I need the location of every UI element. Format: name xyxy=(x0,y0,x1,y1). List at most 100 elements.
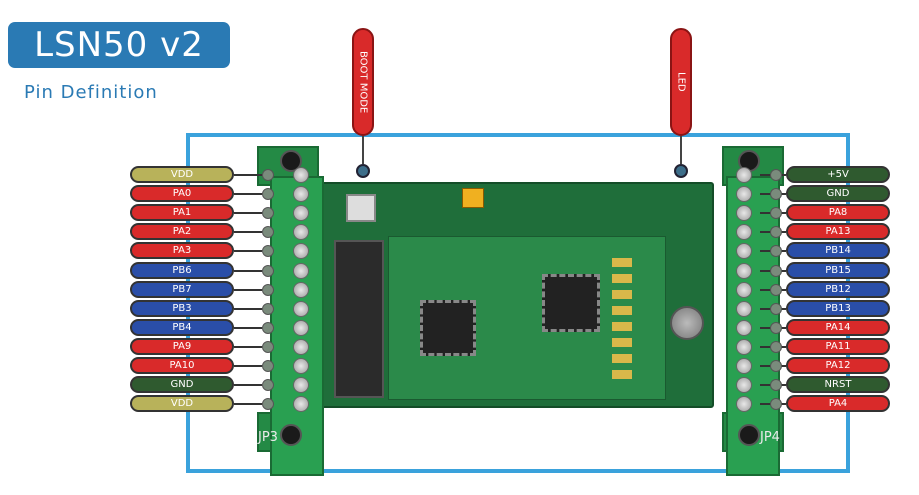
pin-leader-line xyxy=(234,231,262,233)
boot-switch xyxy=(346,194,376,222)
terminal-screw-icon xyxy=(293,243,309,259)
mcu-chip xyxy=(420,300,476,356)
pin-leader-line xyxy=(234,365,262,367)
terminal-screw-icon xyxy=(293,167,309,183)
pin-hole xyxy=(770,379,782,391)
led-callout: LED xyxy=(670,28,692,136)
jp3-label: JP3 xyxy=(258,430,278,445)
terminal-screw-icon xyxy=(293,320,309,336)
pin-leader-line xyxy=(234,212,262,214)
pin-label: VDD xyxy=(130,395,234,412)
pin-hole xyxy=(262,303,274,315)
pin-label: PA13 xyxy=(786,223,890,240)
pin-hole xyxy=(262,284,274,296)
jp3-top-screw-icon xyxy=(280,150,302,172)
pin-label: PA2 xyxy=(130,223,234,240)
jp3-bottom-screw-icon xyxy=(280,424,302,446)
terminal-screw-icon xyxy=(293,205,309,221)
pin-leader-line xyxy=(234,403,262,405)
pin-hole xyxy=(770,398,782,410)
pin-label: PA3 xyxy=(130,242,234,259)
pin-leader-line xyxy=(234,193,262,195)
pin-hole xyxy=(262,245,274,257)
pin-label: PA11 xyxy=(786,338,890,355)
pin-leader-line xyxy=(234,250,262,252)
pin-hole xyxy=(770,169,782,181)
pin-hole xyxy=(262,398,274,410)
page-title: LSN50 v2 xyxy=(8,22,230,68)
pin-label: PA1 xyxy=(130,204,234,221)
pin-leader-line xyxy=(234,174,262,176)
pin-hole xyxy=(262,226,274,238)
terminal-screw-icon xyxy=(736,339,752,355)
pin-hole xyxy=(262,379,274,391)
terminal-screw-icon xyxy=(293,301,309,317)
page-subtitle: Pin Definition xyxy=(24,82,158,103)
pin-label: GND xyxy=(786,185,890,202)
pin-label: PA9 xyxy=(130,338,234,355)
pin-label: PB4 xyxy=(130,319,234,336)
pin-label: PA4 xyxy=(786,395,890,412)
terminal-screw-icon xyxy=(293,396,309,412)
terminal-screw-icon xyxy=(293,339,309,355)
terminal-screw-icon xyxy=(736,396,752,412)
terminal-screw-icon xyxy=(736,224,752,240)
pin-hole xyxy=(770,265,782,277)
rf-chip xyxy=(542,274,600,332)
terminal-screw-icon xyxy=(736,167,752,183)
pin-hole xyxy=(770,245,782,257)
pin-label: PA14 xyxy=(786,319,890,336)
pin-label: PB12 xyxy=(786,281,890,298)
pin-label: PB14 xyxy=(786,242,890,259)
terminal-screw-icon xyxy=(293,377,309,393)
terminal-screw-icon xyxy=(736,301,752,317)
terminal-screw-icon xyxy=(736,358,752,374)
pin-hole xyxy=(262,169,274,181)
pin-hole xyxy=(770,188,782,200)
jp4-label: JP4 xyxy=(760,430,780,445)
pin-label: PB13 xyxy=(786,300,890,317)
pin-label: PB15 xyxy=(786,262,890,279)
terminal-screw-icon xyxy=(293,358,309,374)
pin-hole xyxy=(770,207,782,219)
boot-mode-marker xyxy=(356,164,370,178)
terminal-screw-icon xyxy=(293,186,309,202)
pin-leader-line xyxy=(234,308,262,310)
pin-leader-line xyxy=(234,384,262,386)
pin-label: +5V xyxy=(786,166,890,183)
antenna-connector xyxy=(670,306,704,340)
boot-mode-leader-line xyxy=(362,136,364,164)
pin-label: PB7 xyxy=(130,281,234,298)
boot-mode-label: BOOT MODE xyxy=(357,50,369,114)
led-marker xyxy=(674,164,688,178)
terminal-screw-icon xyxy=(736,282,752,298)
pin-hole xyxy=(770,360,782,372)
pin-leader-line xyxy=(234,327,262,329)
pin-hole xyxy=(770,322,782,334)
terminal-screw-icon xyxy=(736,377,752,393)
pin-hole xyxy=(262,360,274,372)
jp4-bottom-screw-icon xyxy=(738,424,760,446)
gold-pads xyxy=(612,258,632,384)
pin-hole xyxy=(770,226,782,238)
pin-label: PB3 xyxy=(130,300,234,317)
pin-label: PA8 xyxy=(786,204,890,221)
sim-card-slot xyxy=(334,240,384,398)
pin-hole xyxy=(262,341,274,353)
terminal-screw-icon xyxy=(293,282,309,298)
pin-hole xyxy=(262,207,274,219)
pin-hole xyxy=(262,188,274,200)
boot-mode-callout: BOOT MODE xyxy=(352,28,374,136)
jumper xyxy=(462,188,484,208)
pin-leader-line xyxy=(234,270,262,272)
pin-leader-line xyxy=(234,289,262,291)
pin-hole xyxy=(262,265,274,277)
pin-label: PB6 xyxy=(130,262,234,279)
pin-hole xyxy=(770,341,782,353)
pin-label: VDD xyxy=(130,166,234,183)
pin-label: PA12 xyxy=(786,357,890,374)
pin-hole xyxy=(262,322,274,334)
terminal-screw-icon xyxy=(736,320,752,336)
led-leader-line xyxy=(680,136,682,164)
terminal-screw-icon xyxy=(293,263,309,279)
